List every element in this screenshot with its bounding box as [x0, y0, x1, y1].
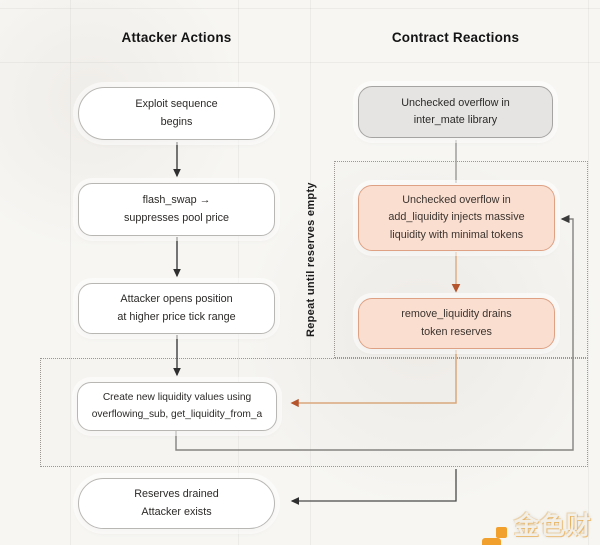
logo-block	[495, 527, 507, 538]
node-exploit-sequence-begins: Exploit sequence begins	[78, 87, 275, 140]
node-text: Attacker exists	[141, 505, 212, 518]
node-reserves-drained: Reserves drained Attacker exists	[78, 478, 275, 529]
node-text: Exploit sequence	[135, 98, 218, 111]
node-text: liquidity with minimal tokens	[389, 228, 524, 241]
arrow-loop-to-reservesdrained	[290, 469, 457, 505]
node-text: inter_mate library	[413, 114, 498, 126]
node-text: remove_liquidity drains	[401, 308, 512, 321]
grid-line	[588, 0, 589, 545]
node-text: overflowing_sub, get_liquidity_from_a	[91, 408, 263, 420]
node-create-liquidity-values: Create new liquidity values using overfl…	[77, 382, 277, 431]
node-text: Unchecked overflow in	[402, 194, 511, 207]
node-attacker-opens-position: Attacker opens position at higher price …	[78, 283, 275, 334]
node-text: suppresses pool price	[123, 211, 230, 224]
node-text: flash_swap →	[142, 194, 211, 207]
grid-line	[70, 0, 71, 545]
node-text: Reserves drained	[134, 488, 219, 501]
node-text: Unchecked overflow in	[401, 96, 510, 109]
grid-line	[0, 62, 600, 63]
node-unchecked-overflow-add-liquidity: Unchecked overflow in add_liquidity inje…	[358, 185, 555, 251]
jinse-watermark: 金色财经	[482, 506, 600, 545]
node-text: Attacker opens position	[120, 293, 233, 306]
repeat-loop-label: Repeat until reserves empty	[305, 182, 317, 337]
grid-line	[0, 8, 600, 9]
logo-block	[482, 538, 501, 545]
node-text: token reserves	[421, 325, 492, 338]
node-flash-swap: flash_swap → suppresses pool price	[78, 183, 275, 236]
contract-reactions-title: Contract Reactions	[391, 30, 520, 45]
node-text: add_liquidity injects massive	[388, 211, 525, 224]
attacker-actions-title: Attacker Actions	[121, 30, 232, 45]
jinse-logo-icon	[482, 527, 507, 545]
node-text: begins	[160, 115, 193, 128]
node-text: Create new liquidity values using	[102, 392, 252, 404]
node-text: at higher price tick range	[117, 310, 236, 323]
node-unchecked-overflow-library: Unchecked overflow in inter_mate library	[358, 86, 553, 138]
jinse-watermark-text: 金色财经	[513, 512, 592, 540]
node-remove-liquidity-drains: remove_liquidity drains token reserves	[358, 298, 555, 349]
